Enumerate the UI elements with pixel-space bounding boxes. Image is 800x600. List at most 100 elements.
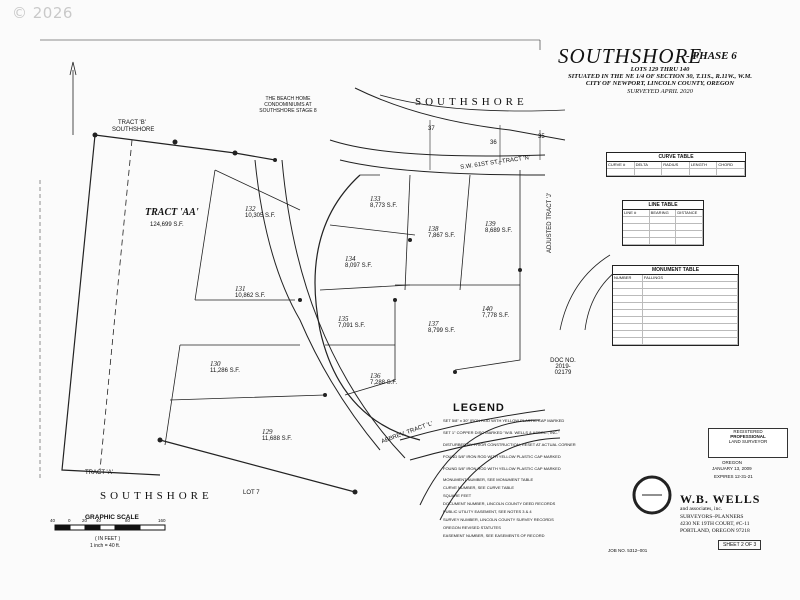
existing-lot-35: 35 <box>538 134 545 140</box>
scale-tick: 80 <box>125 518 131 523</box>
legend-item: DISTURBED BY PRIOR CONSTRUCTION, RESET A… <box>443 442 576 447</box>
existing-lot-36: 36 <box>490 140 497 146</box>
job-number: JOB NO. 5312–001 <box>608 548 648 553</box>
legend-item: PUBLIC UTILITY EASEMENT, SEE NOTES 3 & 4 <box>443 509 532 514</box>
legend-item: SURVEY NUMBER, LINCOLN COUNTY SURVEY REC… <box>443 517 554 522</box>
plat-lots: LOTS 129 THRU 140 <box>630 66 690 73</box>
legend-item: MONUMENT NUMBER, SEE MONUMENT TABLE <box>443 477 534 482</box>
tract-b-label: TRACT 'B' <box>118 120 146 126</box>
monument-table-title: MONUMENT TABLE <box>613 266 738 275</box>
doc-number: DOC NO. 2019-02179 <box>550 358 576 376</box>
lot-7-label: LOT 7 <box>243 490 260 496</box>
plat-city: CITY OF NEWPORT, LINCOLN COUNTY, OREGON <box>585 80 735 87</box>
cul-de-sac <box>419 419 541 506</box>
firm-name: W.B. WELLS <box>680 492 761 506</box>
north-arrow <box>69 61 77 135</box>
road-southshore-top: SOUTHSHORE <box>415 96 528 108</box>
sheet-number: SHEET 2 OF 3 <box>718 540 762 550</box>
firm-line2: and associates, inc. <box>680 506 723 512</box>
lot-line-139 <box>459 174 471 291</box>
lot-line-130 <box>164 344 326 446</box>
legend-item: SQUARE FEET <box>443 493 472 498</box>
tract-l-curve-2 <box>409 429 561 461</box>
legend-item: SET 5/8" x 30" IRON ROD WITH YELLOW PLAS… <box>443 418 565 423</box>
road-southshore-bottom: SOUTHSHORE <box>100 490 213 502</box>
lot-line-134 <box>319 284 411 291</box>
southshore-road-top <box>354 87 566 141</box>
firm-line3: SURVEYORS–PLANNERS <box>680 514 744 520</box>
legend-item: CURVE NUMBER, SEE CURVE TABLE <box>443 485 515 490</box>
tract-b-sub: SOUTHSHORE <box>112 127 155 133</box>
cul-de-sac-inner <box>439 437 561 521</box>
legend-item: DOCUMENT NUMBER, LINCOLN COUNTY DEED REC… <box>443 501 556 506</box>
southshore-road-edge <box>379 94 566 112</box>
scale-tick: 40 <box>96 518 102 523</box>
lot-line-132 <box>194 169 301 301</box>
tract-a-label: TRACT 'A' <box>85 470 113 476</box>
curve-table-title: CURVE TABLE <box>607 153 745 162</box>
existing-lots <box>429 120 541 170</box>
scale-ratio: 1 inch = 40 ft. <box>90 543 121 549</box>
legend-item: FOUND 5/8" IRON ROD WITH YELLOW PLASTIC … <box>443 454 561 459</box>
plat-phase: - PHASE 6 <box>686 50 737 62</box>
stamp-expires: EXPIRES 12-31-21 <box>714 474 753 479</box>
setback-line <box>99 139 133 471</box>
lot-line-138 <box>404 174 411 291</box>
scale-title: GRAPHIC SCALE <box>85 514 139 521</box>
road-strip-left <box>254 159 381 451</box>
legend-item: FOUND 5/8" IRON ROD WITH YELLOW PLASTIC … <box>443 466 561 471</box>
legend-item: EASEMENT NUMBER, SEE EASEMENTS OF RECORD <box>443 533 545 538</box>
stamp-date: JANUARY 13, 2009 <box>712 466 752 471</box>
lot-line-137 <box>394 284 520 380</box>
legend-title: LEGEND <box>453 402 505 414</box>
east-curve <box>559 254 611 331</box>
line-table-title: LINE TABLE <box>623 201 703 210</box>
legend-item: SET 1" COPPER DISC MARKED "W.B. WELLS & … <box>443 430 560 435</box>
lot-line-136 <box>344 379 396 396</box>
scale-tick: 0 <box>68 518 71 523</box>
scale-unit: ( IN FEET ) <box>95 536 121 542</box>
tract-l-curve <box>399 409 546 441</box>
scale-tick: 40 <box>50 518 56 523</box>
sw61st-curve-outer <box>329 139 546 157</box>
tract-aa-boundary <box>61 134 356 493</box>
scale-tick: 20 <box>82 518 88 523</box>
tract-aa-label: TRACT 'AA' <box>145 207 199 218</box>
road-strip-right <box>281 159 406 459</box>
plat-location: SITUATED IN THE NE 1/4 OF SECTION 30, T.… <box>567 73 753 80</box>
firm-line5: PORTLAND, OREGON 97218 <box>680 528 750 534</box>
lot-line-140 <box>454 170 521 371</box>
copyright-watermark: © 2026 <box>12 4 73 22</box>
sw61st-curve-inner <box>339 159 546 176</box>
stamp-state: OREGON <box>722 460 743 465</box>
existing-lot-37: 37 <box>428 126 435 132</box>
condo-label: THE BEACH HOME CONDOMINIUMS AT SOUTHSHOR… <box>259 96 317 114</box>
firm-line4: 4230 NE 19TH COURT, #C-11 <box>680 521 750 527</box>
plat-surveyed: SURVEYED APRIL 2020 <box>627 88 693 95</box>
tract-aa-area: 124,699 S.F. <box>150 222 184 228</box>
sheet-border <box>40 39 541 50</box>
lot-line-131 <box>180 299 300 346</box>
scale-tick: 160 <box>158 518 166 523</box>
road-tract-j: ADJUSTED TRACT 'J' <box>547 192 554 254</box>
legend-item: OREGON REVISED STATUTES <box>443 525 501 530</box>
lot-line-133 <box>329 174 416 236</box>
surveyor-stamp: REGISTERED PROFESSIONAL LAND SURVEYOR <box>708 428 788 458</box>
lot-curve-boundary <box>314 174 421 441</box>
